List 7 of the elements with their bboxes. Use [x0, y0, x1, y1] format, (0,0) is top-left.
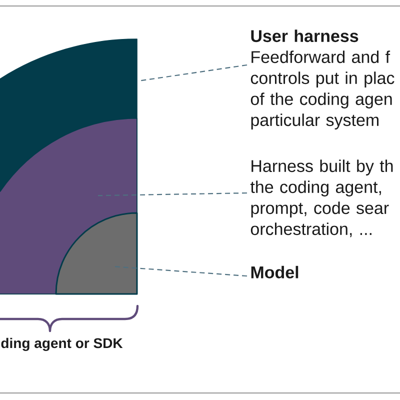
leader-line: [140, 64, 248, 82]
leader-line: [114, 266, 248, 277]
annotation: User harness Feedforward and f controls put in plac of the coding agen particular system: [250, 30, 394, 130]
leader-line: [98, 192, 248, 196]
brace-label: ding agent or SDK: [1, 338, 123, 351]
annotation: Model: [251, 266, 298, 278]
annotation: Harness built by th the coding agent, prompt, code sear orchestration, ...: [250, 160, 393, 238]
